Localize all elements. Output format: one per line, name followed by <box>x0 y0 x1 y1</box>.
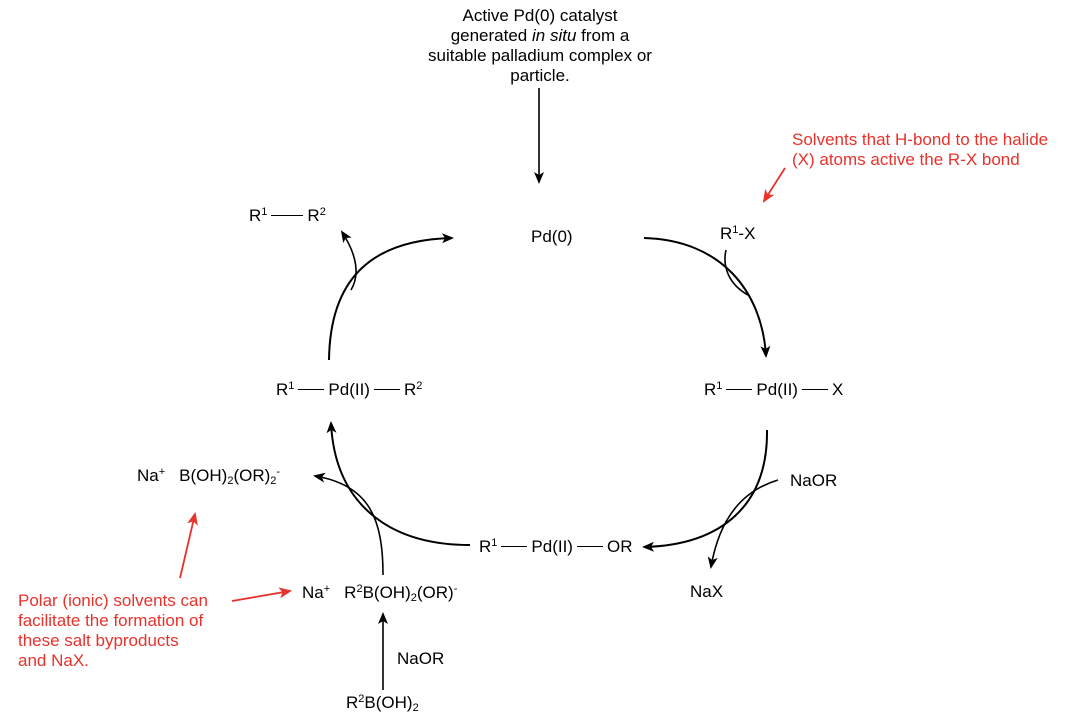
catalyst-note-in-situ: in situ <box>531 26 577 45</box>
polar-annotation-line3: these salt byproducts <box>18 631 179 650</box>
tm-pd: Pd(II) <box>328 380 370 399</box>
catalyst-note-line2-pre: generated <box>450 26 532 45</box>
borate-salt-byproduct: Na+B(OH)2(OR)2- <box>137 466 281 487</box>
polar-annotation-arrow-right <box>231 587 293 602</box>
bs-or: (OR) <box>233 466 271 485</box>
ba-sub: 2 <box>412 702 419 714</box>
hbond-solvent-annotation: Solvents that H-bond to the halide (X) a… <box>792 130 1048 170</box>
transmetalation-arrow <box>326 421 471 546</box>
bond-line <box>298 389 325 391</box>
bond-line <box>501 546 528 548</box>
oxidative-addition-complex: R1 Pd(II) X <box>704 380 843 400</box>
catalyst-note-line4: particle. <box>510 66 570 85</box>
tm-r2-sup: 2 <box>416 380 423 392</box>
bn-sub: 2 <box>410 592 417 604</box>
catalyst-note-line2: generated in situ from a <box>390 26 690 46</box>
boronate-entry-exit-arrow <box>313 472 384 576</box>
pd0-species: Pd(0) <box>531 227 573 246</box>
aryl-halide-species: R1-X <box>720 224 755 244</box>
tm-r1-sup: 1 <box>288 380 295 392</box>
bs-na: Na <box>137 466 159 485</box>
ba-r: R <box>346 693 359 712</box>
p-r1-sup: 1 <box>261 206 268 218</box>
oa-pd: Pd(II) <box>756 380 798 399</box>
bn-or: (OR) <box>416 583 454 602</box>
m-or: OR <box>606 537 633 556</box>
polar-annotation-line1: Polar (ionic) solvents can <box>18 591 208 610</box>
m-r: R <box>479 537 492 556</box>
ba-b: B(OH) <box>364 693 413 712</box>
boronate-complex: Na+R2B(OH)2(OR)- <box>302 583 458 604</box>
oxidative-addition-arrow <box>643 237 771 358</box>
m-pd: Pd(II) <box>531 537 573 556</box>
r1x-rest: -X <box>738 224 756 243</box>
p-r1: R <box>249 206 262 225</box>
hbond-annotation-line2: (X) atoms active the R-X bond <box>792 150 1020 169</box>
naor-base-right: NaOR <box>790 471 838 490</box>
naor-base-bottom: NaOR <box>397 649 445 668</box>
r1x-sup: 1 <box>732 224 739 236</box>
catalyst-note: Active Pd(0) catalyst generated in situ … <box>390 6 690 86</box>
bond-line <box>576 546 603 548</box>
tm-r2: R <box>403 380 417 399</box>
bs-na-sup: + <box>158 466 166 478</box>
bond-line <box>801 389 828 391</box>
r1x-entry-curve <box>724 249 749 296</box>
bn-b: B(OH) <box>362 583 411 602</box>
bn-na: Na <box>302 583 324 602</box>
polar-annotation-arrow-up <box>179 511 198 579</box>
oa-r: R <box>704 380 717 399</box>
reductive-elimination-arrow <box>328 233 454 361</box>
tm-r1: R <box>276 380 289 399</box>
m-sup: 1 <box>491 537 498 549</box>
bond-line <box>726 389 753 391</box>
bn-r-sup: 2 <box>356 583 363 595</box>
hbond-annotation-line1: Solvents that H-bond to the halide <box>792 130 1049 149</box>
bs-b: B(OH) <box>179 466 228 485</box>
bn-r: R <box>344 583 357 602</box>
bs-minus: - <box>276 466 281 478</box>
p-r2-sup: 2 <box>319 206 326 218</box>
bn-na-sup: + <box>323 583 331 595</box>
p-r2: R <box>307 206 320 225</box>
nax-byproduct: NaX <box>690 582 724 601</box>
ligand-exchange-arrow <box>642 429 769 552</box>
r1x-r: R <box>720 224 733 243</box>
catalyst-note-line1: Active Pd(0) catalyst <box>462 6 618 25</box>
boronic-acid-species: R2B(OH)2 <box>346 693 419 714</box>
alkoxo-pd-complex: R1 Pd(II) OR <box>479 537 632 557</box>
catalyst-note-line2-post: from a <box>576 26 630 45</box>
catalyst-note-line3: suitable palladium complex or <box>428 46 652 65</box>
polar-annotation-line4: and NaX. <box>18 651 89 670</box>
bond-line <box>271 215 304 217</box>
bn-minus: - <box>453 583 458 595</box>
ba-r-sup: 2 <box>358 693 365 705</box>
product-exit-arrow <box>340 230 357 291</box>
hbond-annotation-arrow <box>762 167 786 203</box>
bond-line <box>373 389 400 391</box>
polar-solvent-annotation: Polar (ionic) solvents can facilitate th… <box>18 591 208 671</box>
oa-sup: 1 <box>716 380 723 392</box>
bs-sub-b: 2 <box>270 475 277 487</box>
naor-nax-side-arrow <box>707 479 779 569</box>
oa-x: X <box>831 380 844 399</box>
polar-annotation-line2: facilitate the formation of <box>18 611 204 630</box>
bs-sub-a: 2 <box>227 475 234 487</box>
